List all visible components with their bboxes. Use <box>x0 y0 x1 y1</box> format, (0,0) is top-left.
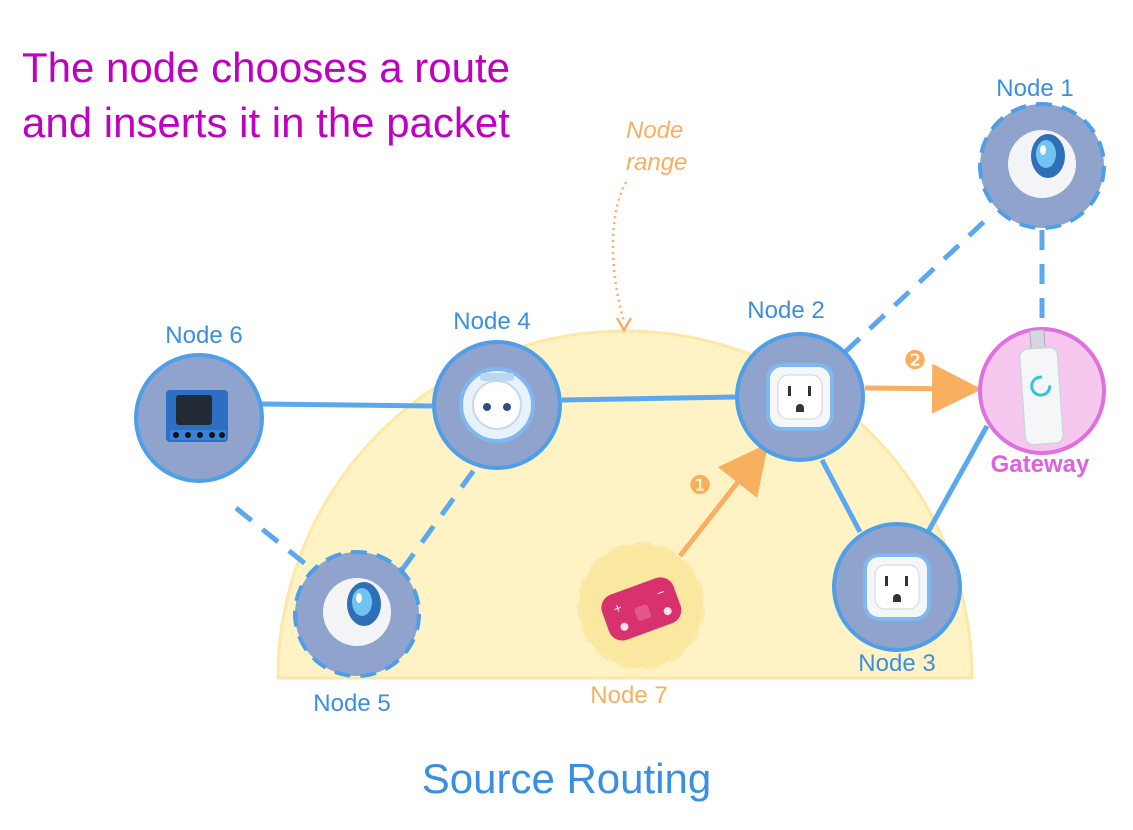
motion-sensor-icon <box>323 578 391 646</box>
node-3-label: Node 3 <box>858 650 935 677</box>
range-pointer <box>611 181 628 323</box>
node-5[interactable] <box>293 550 421 678</box>
wall-outlet-icon <box>766 363 834 431</box>
node-1[interactable] <box>978 102 1106 230</box>
link-node2-node1 <box>843 214 992 354</box>
link-node5-node4 <box>399 468 477 572</box>
link-node2-node3 <box>819 458 863 534</box>
node-2-label: Node 2 <box>747 297 824 324</box>
node-4[interactable] <box>432 340 562 470</box>
diagram-caption: Source Routing <box>421 755 712 802</box>
gateway-label: Gateway <box>991 451 1090 478</box>
node-7[interactable]: + − <box>577 542 705 670</box>
usb-stick-icon <box>1018 329 1064 446</box>
node-6[interactable] <box>134 353 264 483</box>
route-arrow-2 <box>864 363 982 414</box>
link-node6-node5 <box>234 506 310 568</box>
link-node4-node2 <box>561 394 736 403</box>
motion-sensor-icon <box>1008 130 1076 198</box>
node-4-label: Node 4 <box>453 308 530 335</box>
smart-plug-icon <box>459 367 535 443</box>
headline: The node chooses a route and inserts it … <box>22 44 511 146</box>
remote-control-icon: + − <box>601 577 682 641</box>
route-arrow-1 <box>678 443 769 558</box>
step-1-marker: ❶ <box>688 470 711 500</box>
wall-outlet-icon <box>863 553 931 621</box>
step-2-marker: ❷ <box>903 345 926 375</box>
link-node6-node4 <box>261 401 433 409</box>
link-node3-gateway <box>925 424 990 534</box>
node-3[interactable] <box>832 522 962 652</box>
node-7-label: Node 7 <box>590 682 667 709</box>
node-2[interactable] <box>735 332 865 462</box>
range-pointer-head <box>615 317 633 333</box>
node-1-label: Node 1 <box>996 75 1073 102</box>
gateway-node[interactable] <box>978 327 1106 455</box>
node-5-label: Node 5 <box>313 690 390 717</box>
range-label: Node range <box>626 117 690 176</box>
relay-module-icon <box>166 390 228 442</box>
node-6-label: Node 6 <box>165 322 242 349</box>
